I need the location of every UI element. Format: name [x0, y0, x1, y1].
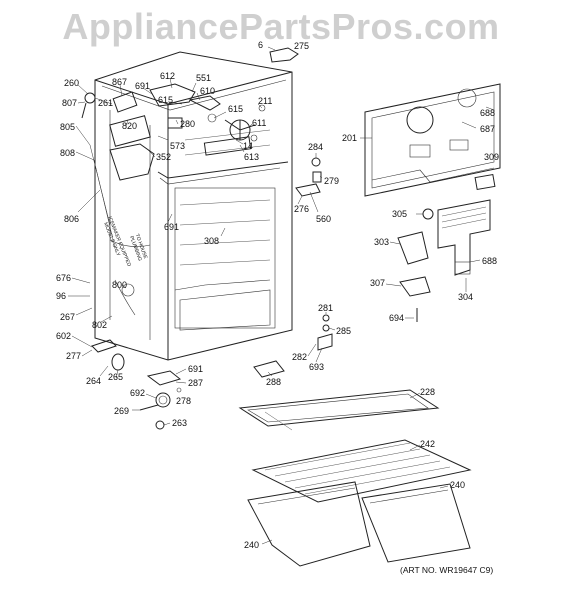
- part-label: 305: [392, 209, 407, 219]
- part-label: 284: [308, 142, 323, 152]
- part-label: 687: [480, 124, 495, 134]
- part-label: 808: [60, 148, 75, 158]
- part-label: 269: [114, 406, 129, 416]
- part-label: 265: [108, 372, 123, 382]
- part-label: 807: [62, 98, 77, 108]
- damper-control-303: [397, 231, 429, 265]
- part-label: 260: [64, 78, 79, 88]
- fan-blade-305: [422, 208, 434, 220]
- part-label: 867: [112, 77, 127, 87]
- part-label: 242: [420, 439, 435, 449]
- refrigerator-cabinet: [94, 51, 293, 361]
- part-label: 820: [122, 121, 137, 131]
- part-label: 805: [60, 122, 75, 132]
- part-label: 280: [180, 119, 195, 129]
- part-label: 304: [458, 292, 473, 302]
- part-label: 285: [336, 326, 351, 336]
- part-label: 264: [86, 376, 101, 386]
- part-label: 560: [316, 214, 331, 224]
- part-label: 240: [244, 540, 259, 550]
- part-label: 615: [158, 95, 173, 105]
- crisper-drawers: [247, 481, 471, 567]
- part-label: 240: [450, 480, 465, 490]
- hinge-282: [317, 333, 333, 351]
- part-label: 694: [389, 313, 404, 323]
- part-label: 263: [172, 418, 187, 428]
- part-label: 309: [484, 152, 499, 162]
- air-damper-label-309: [474, 173, 496, 191]
- part-label: 688: [482, 256, 497, 266]
- part-number-labels: 6 275 260 807 867 691 612 551 610 615 21…: [56, 40, 499, 550]
- part-label: 352: [156, 152, 171, 162]
- watermark: AppliancePartsPros.com: [62, 6, 500, 47]
- part-label: 802: [92, 320, 107, 330]
- icemaker-note: ICEMAKER EQUIPPED MODELS ONLY: [102, 216, 132, 268]
- part-label: 281: [318, 303, 333, 313]
- control-knob-307: [399, 276, 431, 297]
- part-label: 288: [266, 377, 281, 387]
- part-label: 277: [66, 351, 81, 361]
- plumbing-note: TO HOUSE PLUMBING: [128, 233, 148, 262]
- leader-lines: [68, 46, 495, 545]
- upper-hardware-parts: [81, 47, 299, 181]
- air-duct-assembly: [437, 199, 491, 276]
- part-label: 282: [292, 352, 307, 362]
- part-label: 615: [228, 104, 243, 114]
- part-label: 676: [56, 273, 71, 283]
- freezer-back-panel: [364, 83, 501, 197]
- part-label: 287: [188, 378, 203, 388]
- part-label: 691: [164, 222, 179, 232]
- part-label: 613: [244, 152, 259, 162]
- part-label: 611: [252, 118, 266, 128]
- light-socket-276: [295, 183, 321, 197]
- part-label: 6: [258, 40, 263, 50]
- part-label: 612: [160, 71, 175, 81]
- part-label: 573: [170, 141, 185, 151]
- part-label: 278: [176, 396, 191, 406]
- part-label: 691: [188, 364, 203, 374]
- crisper-cover-shelf: [251, 439, 472, 503]
- part-label: 610: [200, 86, 215, 96]
- part-label: 228: [420, 387, 435, 397]
- part-label: 279: [324, 176, 339, 186]
- part-label: 308: [204, 236, 219, 246]
- part-label: 800: [112, 280, 127, 290]
- part-label: 276: [294, 204, 309, 214]
- part-label: 806: [64, 214, 79, 224]
- part-label: 551: [196, 73, 211, 83]
- part-label: 693: [309, 362, 324, 372]
- part-label: 688: [480, 108, 495, 118]
- part-label: 602: [56, 331, 71, 341]
- part-label: 201: [342, 133, 357, 143]
- part-label: 307: [370, 278, 385, 288]
- art-number: (ART NO. WR19647 C9): [400, 565, 493, 575]
- part-label: 691: [135, 81, 150, 91]
- part-label: 14: [243, 141, 253, 151]
- part-label: 267: [60, 312, 75, 322]
- part-label: 275: [294, 41, 309, 51]
- part-label: 303: [374, 237, 389, 247]
- part-label: 261: [98, 98, 113, 108]
- part-label: 96: [56, 291, 66, 301]
- part-label: 692: [130, 388, 145, 398]
- part-label: 211: [258, 96, 272, 106]
- freezer-shelf: [238, 389, 440, 431]
